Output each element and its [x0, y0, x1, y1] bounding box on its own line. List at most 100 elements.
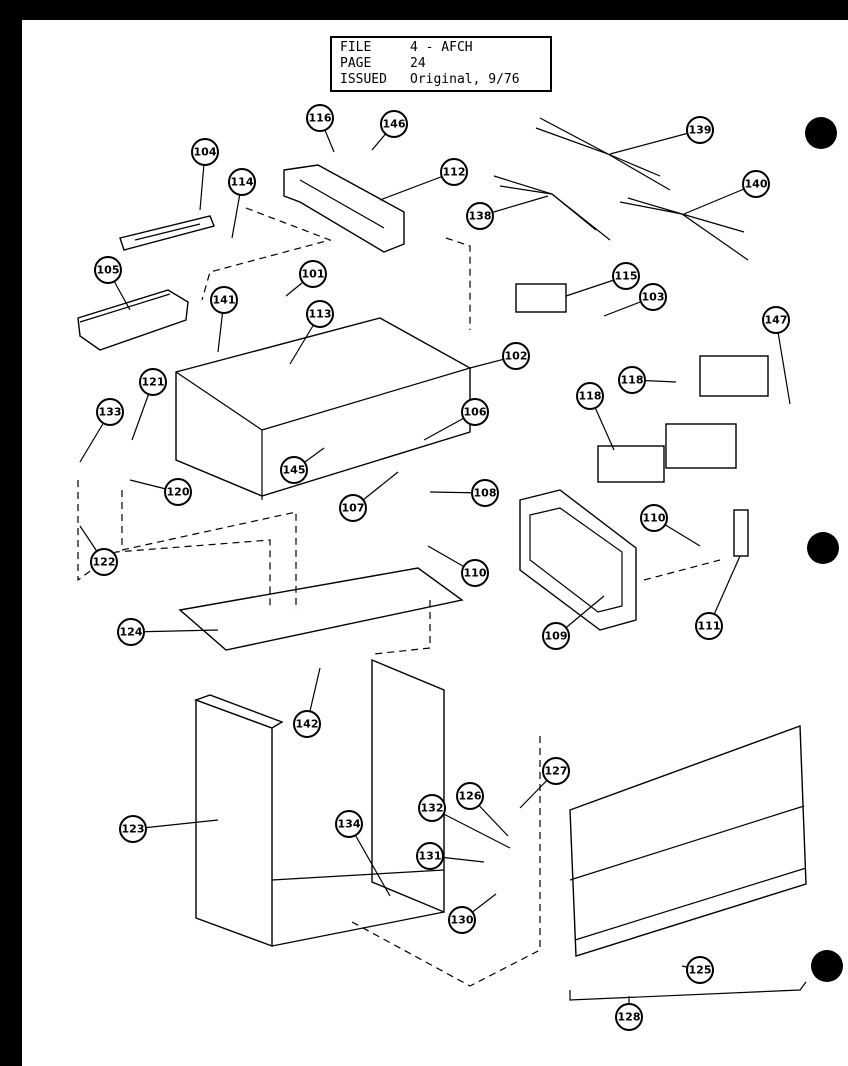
callout-108: 108	[429, 479, 499, 507]
title-value: 4 - AFCH	[410, 40, 473, 55]
fuse	[733, 509, 749, 557]
leader-line	[130, 629, 219, 633]
callout-123: 123	[119, 815, 219, 843]
assembly-line	[77, 480, 271, 610]
assembly-line	[121, 490, 297, 610]
callout-label: 138	[469, 210, 492, 223]
callout-132: 132	[418, 794, 511, 849]
callout-label: 126	[459, 790, 482, 803]
callout-bubble	[440, 158, 468, 186]
callout-bubble	[612, 262, 640, 290]
callout-bubble	[618, 366, 646, 394]
callout-bubble	[418, 794, 446, 822]
callout-bubble	[280, 456, 308, 484]
callout-113: 113	[289, 300, 334, 365]
callout-label: 103	[642, 291, 665, 304]
callout-label: 110	[464, 567, 487, 580]
callout-label: 130	[451, 914, 474, 927]
terminal-strip	[119, 215, 215, 251]
callout-138: 138	[466, 195, 549, 230]
wire-channel	[77, 289, 189, 351]
callout-label: 142	[296, 718, 319, 731]
binder-hole-top	[805, 117, 837, 149]
callout-130: 130	[448, 893, 497, 934]
callout-bubble	[191, 138, 219, 166]
callout-bubble	[576, 382, 604, 410]
callout-120: 120	[129, 478, 192, 506]
callout-label: 107	[342, 502, 365, 515]
leader-line	[132, 819, 219, 830]
callout-bubble	[466, 202, 494, 230]
callout-bubble	[461, 559, 489, 587]
side-panel	[193, 694, 284, 948]
callout-label: 132	[421, 802, 444, 815]
callout-bubble	[293, 710, 321, 738]
callout-label: 113	[309, 308, 332, 321]
callout-121: 121	[131, 368, 167, 441]
callout-label: 141	[213, 294, 236, 307]
assembly-line	[351, 736, 541, 987]
callout-103: 103	[603, 283, 667, 317]
callout-bubble	[542, 757, 570, 785]
callout-label: 146	[383, 118, 406, 131]
wire-harness-138	[493, 175, 611, 241]
callout-125: 125	[681, 956, 714, 984]
callout-label: 118	[579, 390, 602, 403]
callout-bubble	[502, 342, 530, 370]
callout-label: 127	[545, 765, 568, 778]
callout-bubble	[96, 398, 124, 426]
callout-118: 118	[618, 366, 677, 394]
callout-label: 147	[765, 314, 788, 327]
title-value: Original, 9/76	[410, 72, 520, 87]
title-value: 24	[410, 56, 426, 71]
callout-label: 123	[122, 823, 145, 836]
callout-label: 124	[120, 626, 143, 639]
callout-111: 111	[695, 555, 741, 640]
contactor-left	[597, 445, 665, 483]
callout-bubble	[762, 306, 790, 334]
callout-bubble	[210, 286, 238, 314]
wire-harness-140	[619, 197, 749, 261]
callout-128: 128	[615, 996, 643, 1031]
callout-131: 131	[416, 842, 485, 870]
callout-label: 120	[167, 486, 190, 499]
callout-bubble	[339, 494, 367, 522]
callout-133: 133	[79, 398, 124, 463]
callout-bubble	[228, 168, 256, 196]
binder-hole-bottom	[811, 950, 843, 982]
callout-label: 112	[443, 166, 466, 179]
callout-label: 122	[93, 556, 116, 569]
callout-107: 107	[339, 471, 399, 522]
callout-label: 121	[142, 376, 165, 389]
callout-label: 140	[745, 178, 768, 191]
callout-bubble	[139, 368, 167, 396]
callout-110: 110	[427, 545, 489, 587]
contactor-upper	[699, 355, 769, 397]
assembly-line	[445, 237, 471, 330]
callout-124: 124	[117, 618, 219, 646]
back-panel	[271, 658, 445, 947]
callout-label: 118	[621, 374, 644, 387]
callout-label: 133	[99, 406, 122, 419]
callout-label: 104	[194, 146, 217, 159]
callout-bubble	[299, 260, 327, 288]
callout-bubble	[448, 906, 476, 934]
title-key: ISSUED	[340, 72, 387, 87]
callout-label: 105	[97, 264, 120, 277]
control-box	[175, 317, 471, 500]
callout-105: 105	[94, 256, 131, 311]
callout-bubble	[471, 479, 499, 507]
callout-106: 106	[423, 398, 489, 441]
callout-label: 139	[689, 124, 712, 137]
callout-bubble	[117, 618, 145, 646]
cover-plate	[283, 164, 405, 253]
callout-109: 109	[542, 595, 605, 650]
callout-bubble	[639, 283, 667, 311]
callout-bubble	[640, 504, 668, 532]
callout-label: 111	[698, 620, 721, 633]
assembly-line	[201, 207, 332, 301]
